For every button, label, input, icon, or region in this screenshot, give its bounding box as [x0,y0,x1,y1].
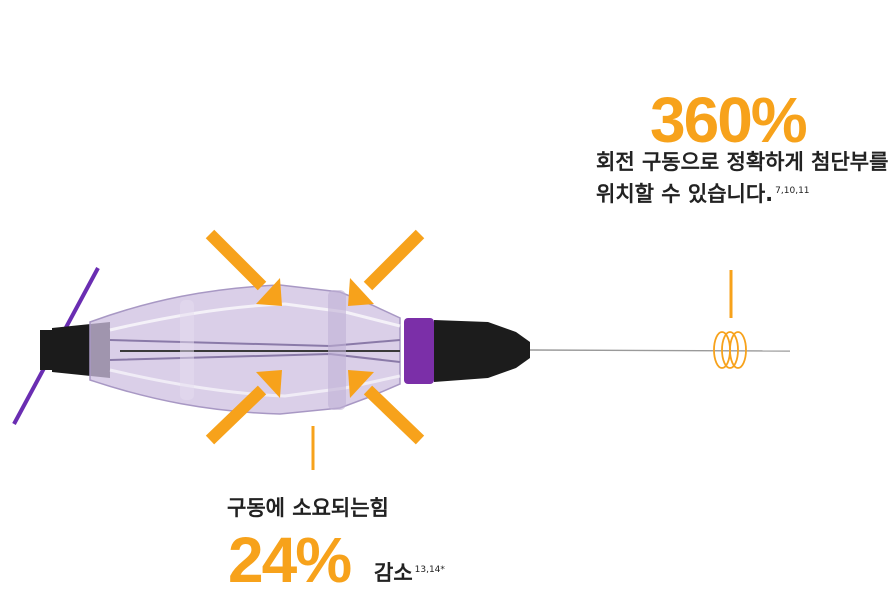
rotation-refs: 7,10,11 [775,186,810,196]
device-handle [434,320,530,382]
arrow-top-left [205,229,267,291]
rotation-description: 회전 구동으로 정확하게 첨단부를 위치할 수 있습니다.7,10,11 [596,148,896,209]
pressure-arrows [205,229,425,445]
rotation-icon [713,331,747,369]
rotation-description-line2: 위치할 수 있습니다.7,10,11 [596,182,810,206]
arrow-bottom-left [205,385,267,445]
force-heading: 구동에 소요되는힘 [227,496,389,520]
arrow-bottom-right [363,385,425,445]
force-refs: 13,14* [414,565,445,575]
arrow-top-right [363,229,425,291]
rotation-description-line1: 회전 구동으로 정확하게 첨단부를 [596,150,889,174]
force-stat: 24% [228,524,352,596]
purple-band [404,318,434,384]
device-body [89,284,401,415]
rotation-stat: 360% [650,84,808,156]
guide-wire [529,349,791,352]
